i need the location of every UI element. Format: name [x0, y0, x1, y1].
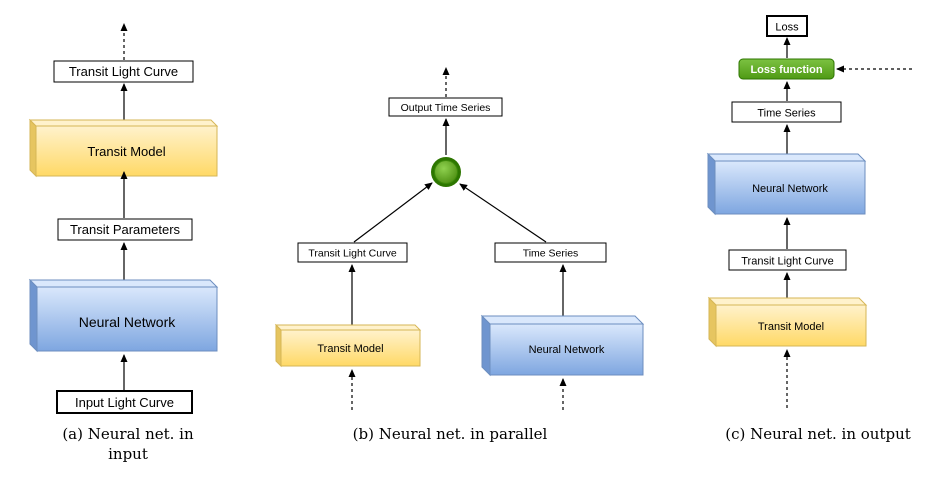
panel-b-left-curve-label: Transit Light Curve — [308, 248, 396, 260]
panel-b-network-label: Neural Network — [529, 344, 605, 356]
panel-a-input-box: Input Light Curve — [56, 390, 193, 414]
panel-b-output-box: Output Time Series — [388, 97, 503, 117]
panel-b-model-label: Transit Model — [317, 343, 383, 355]
panel-a-params-label: Transit Parameters — [70, 222, 181, 237]
panel-a-network-label: Neural Network — [79, 314, 176, 330]
panel-c-series-box: Time Series — [731, 101, 842, 123]
panel-a: Transit Light Curve Transit Model Transi… — [28, 23, 219, 414]
panel-a-input-label: Input Light Curve — [75, 395, 174, 410]
panel-a-neural-network-block: Neural Network — [28, 278, 219, 353]
panel-a-output-label: Transit Light Curve — [69, 64, 178, 79]
panel-b-right-series-label: Time Series — [523, 248, 579, 260]
panel-c-loss-box: Loss — [766, 15, 808, 37]
panel-a-caption: (a) Neural net. in input — [48, 424, 208, 464]
panel-b-neural-network-block: Neural Network — [480, 314, 645, 377]
panel-b-arrow-curve-to-merge — [353, 182, 433, 243]
panel-a-params-box: Transit Parameters — [57, 218, 193, 241]
panel-b-right-series-box: Time Series — [494, 242, 607, 263]
panel-b-merge-node — [431, 157, 461, 187]
panel-a-output-box: Transit Light Curve — [53, 60, 194, 83]
panel-b-output-label: Output Time Series — [401, 102, 491, 114]
panel-b-arrow-series-to-merge — [459, 183, 547, 243]
panel-c-loss-label: Loss — [775, 22, 799, 34]
panel-c-model-label: Transit Model — [758, 321, 824, 333]
panel-a-caption-line1: (a) Neural net. in — [62, 425, 194, 443]
panel-c-series-label: Time Series — [757, 108, 816, 120]
panel-c-caption: (c) Neural net. in output — [725, 425, 911, 443]
panel-c-network-label: Neural Network — [752, 183, 828, 195]
panel-c-loss-function-box: Loss function — [738, 58, 835, 80]
panel-c-curve-label: Transit Light Curve — [741, 256, 834, 268]
panel-c: Loss Loss function Time Series Neural Ne… — [706, 15, 912, 408]
panel-a-caption-line2: input — [108, 445, 148, 463]
panel-c-loss-function-label: Loss function — [750, 64, 822, 76]
panel-b-left-curve-box: Transit Light Curve — [297, 242, 408, 263]
panel-a-model-label: Transit Model — [87, 144, 165, 159]
panel-b: Output Time Series Transit Light Curve T… — [274, 67, 645, 410]
panel-c-neural-network-block: Neural Network — [706, 152, 867, 216]
panel-b-transit-model-block: Transit Model — [274, 323, 422, 368]
panel-b-caption: (b) Neural net. in parallel — [352, 425, 548, 443]
panel-c-transit-model-block: Transit Model — [707, 296, 868, 348]
panel-a-transit-model-block: Transit Model — [28, 118, 219, 178]
panel-c-curve-box: Transit Light Curve — [728, 249, 847, 271]
